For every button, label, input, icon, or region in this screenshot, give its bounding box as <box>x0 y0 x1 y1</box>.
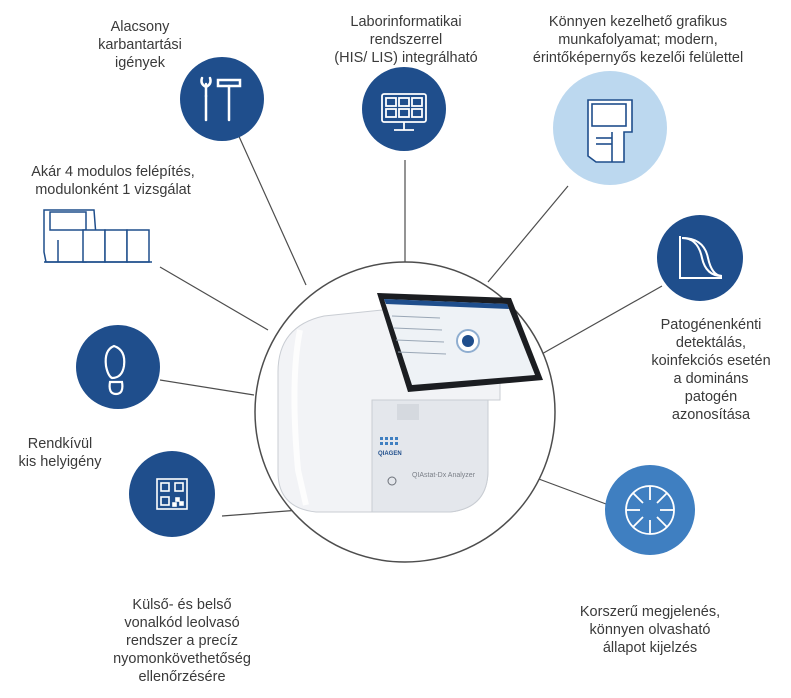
feature-icon-lis <box>362 67 446 151</box>
touchscreen-device-icon <box>587 99 633 163</box>
connector-modular <box>159 266 269 331</box>
feature-label-lis: Laborinformatikai rendszerrel (HIS/ LIS)… <box>334 14 478 66</box>
feature-label-modular: Akár 4 modulos felépítés, modulonként 1 … <box>31 164 195 198</box>
connector-lines <box>159 131 663 517</box>
feature-label-status: Korszerű megjelenés, könnyen olvasható á… <box>579 604 721 656</box>
feature-label-footprint: Rendkívül kis helyigény <box>18 436 102 470</box>
modular-analyzer-icon <box>43 209 152 263</box>
analyzer-device: QIAGEN QIAstat-Dx Analyzer <box>277 293 543 513</box>
feature-label-detection: Patogénenkénti detektálás, koinfekciós e… <box>651 317 771 423</box>
feature-icon-footprint <box>76 325 160 409</box>
device-model: QIAstat-Dx Analyzer <box>412 472 476 479</box>
connector-barcode <box>221 509 301 517</box>
footprint-icon <box>104 344 126 396</box>
feature-icon-detection <box>657 215 743 301</box>
connector-detection <box>539 285 663 356</box>
feature-label-workflow: Könnyen kezelhető grafikus munkafolyamat… <box>532 14 744 66</box>
monitor-grid-icon <box>381 93 427 131</box>
wrench-hammer-icon <box>200 76 242 122</box>
connector-maintenance <box>236 131 307 286</box>
feature-label-maintenance: Alacsony karbantartási igények <box>98 19 182 71</box>
device-brand: QIAGEN <box>378 451 402 457</box>
feature-label-barcode: Külső- és belső vonalkód leolvasó rendsz… <box>113 597 251 685</box>
amplification-curve-icon <box>679 236 723 279</box>
feature-icon-barcode <box>129 451 215 537</box>
feature-icon-maintenance <box>180 57 264 141</box>
feature-icon-status <box>605 465 695 555</box>
connector-footprint <box>159 379 255 396</box>
qr-code-icon <box>156 478 188 510</box>
feature-icon-workflow <box>553 71 667 185</box>
power-button[interactable] <box>387 476 397 486</box>
connector-workflow <box>487 185 569 283</box>
status-ring-icon <box>625 485 675 535</box>
qiagen-logo <box>380 437 398 445</box>
